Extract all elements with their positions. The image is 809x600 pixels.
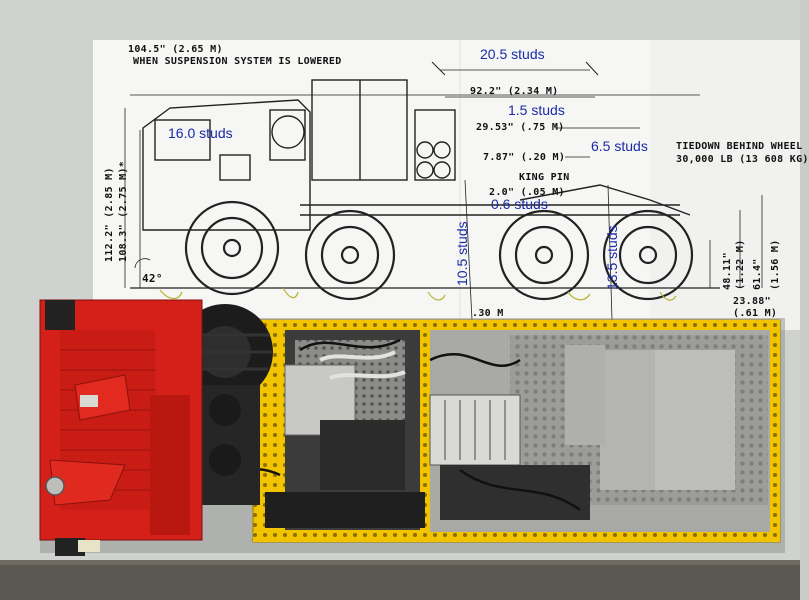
dim-061: (.61 M) <box>733 308 778 319</box>
studs-13-5: 13.5 studs <box>604 225 620 290</box>
grey-hoses <box>319 350 406 380</box>
studs-16-0: 16.0 studs <box>168 125 233 141</box>
bottom-black-beam <box>265 492 425 528</box>
dim-122: (1.22 M) <box>735 239 746 290</box>
dim-20: 2.0" (.05 M) <box>489 187 565 198</box>
frame-bar-right <box>770 320 780 542</box>
cab-mirror-bottom <box>55 538 85 556</box>
studs-20-5: 20.5 studs <box>480 46 545 62</box>
dim-1122: 112.2" (2.85 M) <box>104 167 115 262</box>
angle-label: 42° <box>142 272 163 285</box>
dim-1083: 108.3" (2.75 M)* <box>118 160 129 262</box>
bed-plate-2 <box>655 350 735 490</box>
dim-614: 61.4" <box>752 258 763 290</box>
dim-922: 92.2" (2.34 M) <box>470 86 559 97</box>
cab-roof-wedge <box>74 374 131 421</box>
dim-156: (1.56 M) <box>770 239 781 290</box>
frame-bar-bottom <box>253 532 780 542</box>
cab-mirror-top <box>45 300 75 330</box>
transfer-grille <box>444 400 506 460</box>
studs-6-5: 6.5 studs <box>591 138 648 154</box>
pencil-marks <box>159 287 677 301</box>
dim-787: 7.87" (.20 M) <box>483 152 566 163</box>
cab-beacon <box>45 476 65 496</box>
frame-bar-mid <box>418 320 428 542</box>
studs-1-5: 1.5 studs <box>508 102 565 118</box>
floor-shadow <box>0 565 800 600</box>
tiedown-title: TIEDOWN BEHIND WHEEL <box>676 141 803 152</box>
blueprint-paper-right-fold <box>650 40 800 330</box>
blueprint-truck-drawing <box>124 61 763 321</box>
dim-4811: 48.11" <box>722 252 733 290</box>
studs-0-6: 0.6 studs <box>491 196 548 212</box>
king-pin-label: KING PIN <box>519 172 570 183</box>
blueprint-header-note: WHEN SUSPENSION SYSTEM IS LOWERED <box>133 56 342 67</box>
front-gear-2 <box>209 444 241 476</box>
cab-light-bar <box>80 395 98 407</box>
front-gear-1 <box>209 394 241 426</box>
tiedown-value: 30,000 LB (13 608 KG) <box>676 154 809 165</box>
dim-2953: 29.53" (.75 M) <box>476 122 565 133</box>
bed-plate-3 <box>565 345 605 445</box>
dim-030: .30 M <box>472 308 504 319</box>
cab-side-panel <box>150 395 190 535</box>
blueprint-header-dimension: 104.5" (2.65 M) <box>128 44 223 55</box>
cab-mirror-tip <box>78 540 100 552</box>
engine-block <box>320 420 405 490</box>
studs-10-5: 10.5 studs <box>454 221 470 286</box>
bed-plate-1 <box>600 350 655 490</box>
dim-2388: 23.88" <box>733 296 771 307</box>
frame-bar-top <box>253 320 780 330</box>
